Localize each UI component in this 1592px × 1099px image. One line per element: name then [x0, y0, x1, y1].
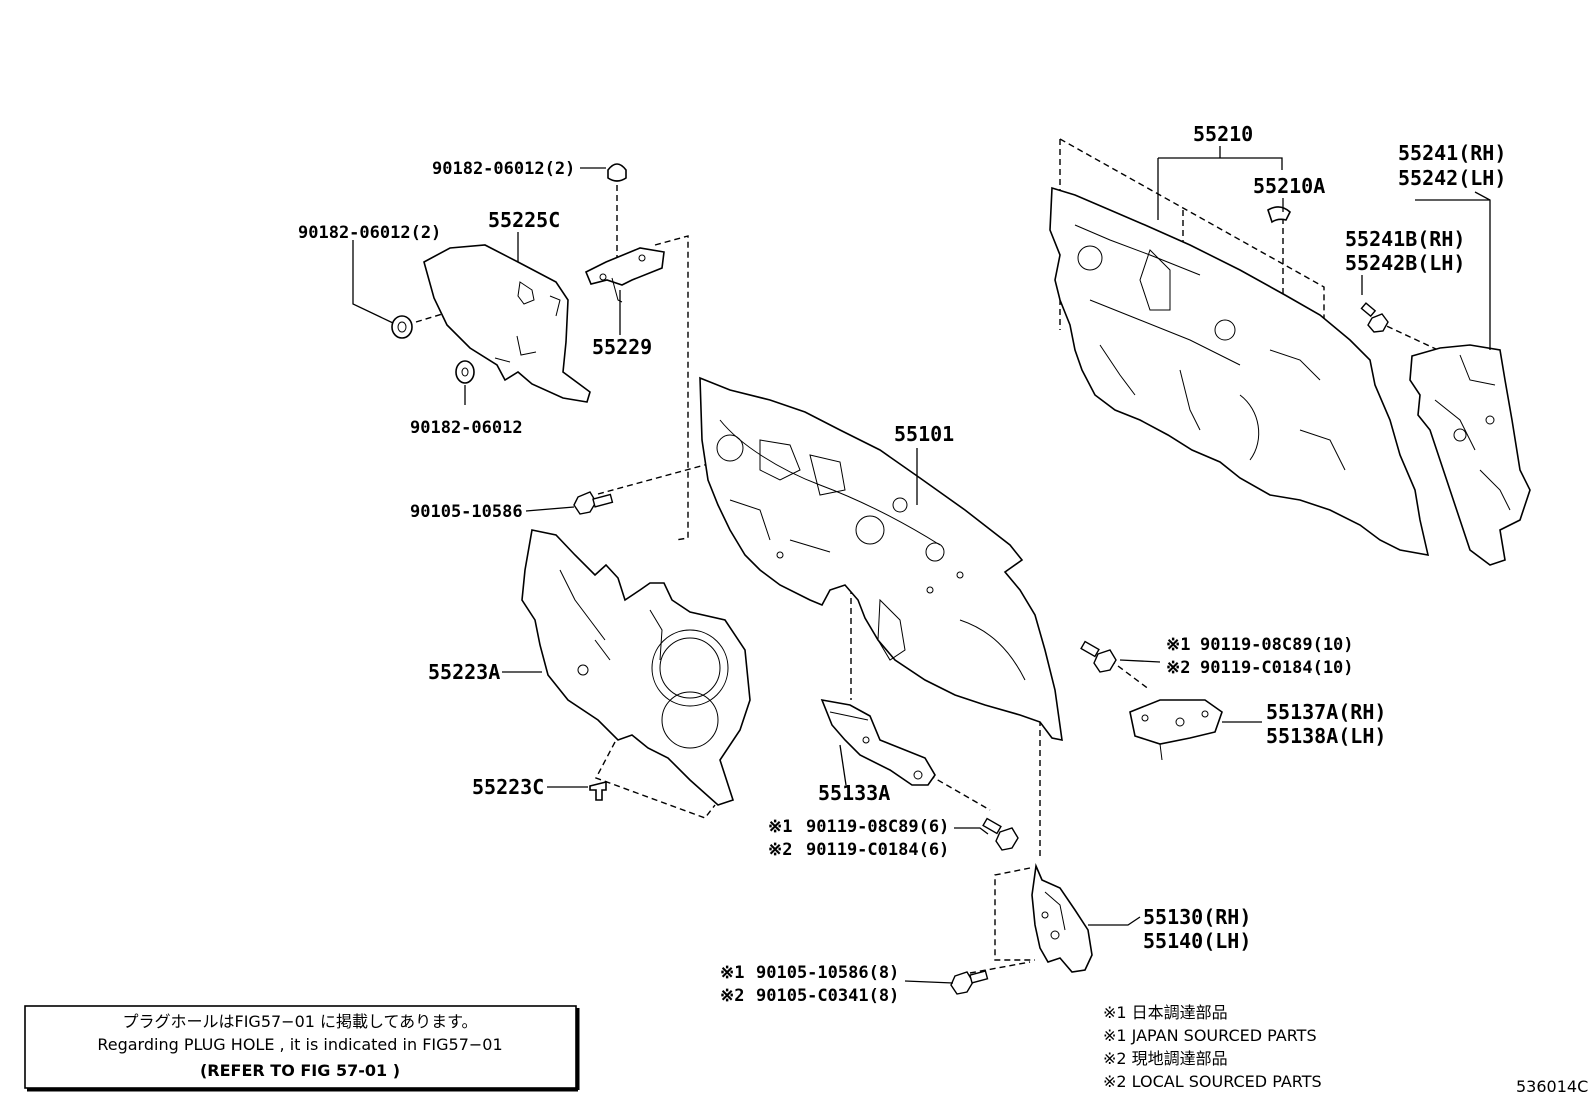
bolt-icon: [1080, 640, 1117, 673]
bolt-icon: [573, 491, 614, 515]
label-55210A: 55210A: [1253, 174, 1325, 198]
part-55223A-insulator: [521, 529, 751, 806]
bolt-icon: [950, 970, 989, 995]
mark-2: ※2: [1166, 658, 1190, 678]
label-90105-bot-2: 90105-C0341(8): [756, 986, 899, 1006]
part-55225C-cover: [423, 244, 591, 403]
mark-1: ※1: [1166, 635, 1190, 655]
label-55241B-rh: 55241B(RH): [1345, 227, 1465, 251]
legend-line-2: ※1 JAPAN SOURCED PARTS: [1103, 1026, 1317, 1045]
mark-1: ※1: [720, 963, 744, 983]
part-55210-silencer: [1049, 186, 1430, 557]
label-90182-left: 90182-06012(2): [298, 223, 441, 243]
label-90119-right-1: 90119-08C89(10): [1200, 635, 1354, 655]
mark-2: ※2: [720, 986, 744, 1006]
bolt-icon: [982, 817, 1019, 851]
label-55242B-lh: 55242B(LH): [1345, 251, 1465, 275]
mark-1: ※1: [768, 817, 792, 837]
label-55223C: 55223C: [472, 775, 544, 799]
clip-icon: [589, 780, 607, 801]
part-55101-dash-panel: [699, 376, 1063, 742]
label-55133A: 55133A: [818, 781, 890, 805]
label-55225C: 55225C: [488, 208, 560, 232]
label-55210: 55210: [1193, 122, 1253, 146]
label-90119-right-2: 90119-C0184(10): [1200, 658, 1354, 678]
grommet-icon: [391, 315, 413, 339]
bolt-icons: [573, 302, 1389, 995]
label-90182-bottom: 90182-06012: [410, 418, 523, 438]
label-90105-bot-1: 90105-10586(8): [756, 963, 899, 983]
grommet-icons: [391, 163, 627, 384]
label-55138A-lh: 55138A(LH): [1266, 724, 1386, 748]
leader-lines: [352, 146, 1491, 984]
legend-line-4: ※2 LOCAL SOURCED PARTS: [1103, 1072, 1322, 1091]
figure-id: 536014C: [1516, 1077, 1588, 1096]
label-55137A-rh: 55137A(RH): [1266, 700, 1386, 724]
label-55241-rh: 55241(RH): [1398, 141, 1506, 165]
sourcing-legend: ※1 日本調達部品 ※1 JAPAN SOURCED PARTS ※2 現地調達…: [1103, 1003, 1322, 1091]
label-55130-rh: 55130(RH): [1143, 905, 1251, 929]
part-labels: 90182-06012(2) 90182-06012(2) 55225C 552…: [298, 122, 1506, 1006]
label-90119-mid-1: 90119-08C89(6): [806, 817, 949, 837]
notice-line-2: Regarding PLUG HOLE , it is indicated in…: [97, 1035, 502, 1054]
notice-line-3: (REFER TO FIG 57-01 ): [200, 1061, 400, 1080]
label-55242-lh: 55242(LH): [1398, 166, 1506, 190]
label-55223A: 55223A: [428, 660, 500, 684]
part-55130-bracket: [1031, 863, 1093, 973]
grommet-icon: [455, 360, 475, 384]
bolt-icon: [1360, 302, 1389, 333]
label-90182-top: 90182-06012(2): [432, 159, 575, 179]
label-90119-mid-2: 90119-C0184(6): [806, 840, 949, 860]
part-55133A-brace: [820, 698, 936, 786]
label-90105-10586: 90105-10586: [410, 502, 523, 522]
notice-line-1: プラグホールはFIG57−01 に掲載してあります。: [123, 1012, 478, 1031]
clip-icon: [1267, 206, 1291, 224]
legend-line-1: ※1 日本調達部品: [1103, 1003, 1228, 1022]
notice-box: プラグホールはFIG57−01 に掲載してあります。 Regarding PLU…: [24, 1005, 580, 1092]
part-55137A-bracket: [1129, 699, 1223, 761]
label-55229: 55229: [592, 335, 652, 359]
mark-2: ※2: [768, 840, 792, 860]
label-55140-lh: 55140(LH): [1143, 929, 1251, 953]
label-55101: 55101: [894, 422, 954, 446]
part-55229-bracket: [584, 247, 665, 303]
legend-line-3: ※2 現地調達部品: [1103, 1049, 1228, 1068]
assembly-lines: [415, 138, 1439, 974]
grommet-icon: [607, 163, 627, 182]
part-55241-side-panel: [1409, 344, 1531, 566]
